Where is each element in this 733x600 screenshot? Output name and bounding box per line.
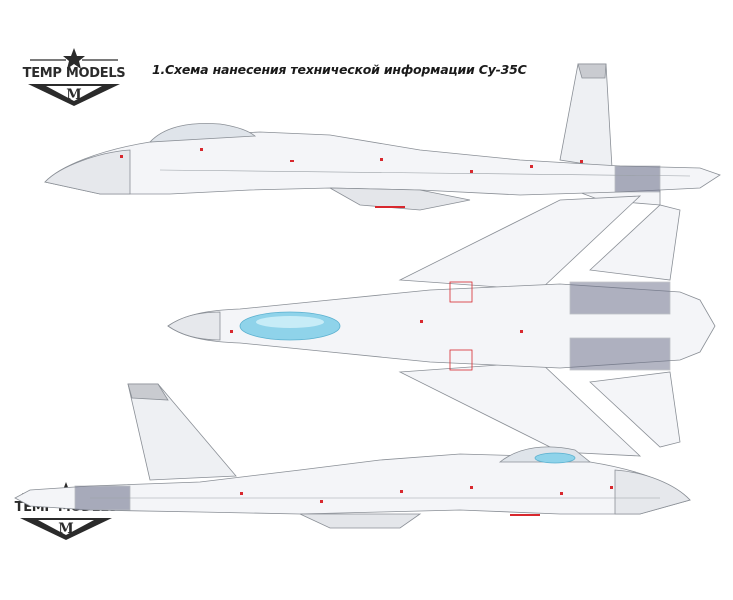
svg-text:M: M bbox=[58, 521, 74, 537]
brand-name: TEMP MODELS bbox=[22, 66, 126, 81]
side-view-left-facing bbox=[44, 63, 721, 211]
star-icon: M bbox=[28, 48, 120, 106]
temp-models-logo: M TEMP MODELS bbox=[22, 48, 126, 108]
diagram-title: 1.Схема нанесения технической информации… bbox=[152, 62, 527, 77]
svg-text:M: M bbox=[66, 87, 82, 103]
plan-view bbox=[167, 195, 716, 457]
side-view-right-facing bbox=[14, 383, 691, 529]
